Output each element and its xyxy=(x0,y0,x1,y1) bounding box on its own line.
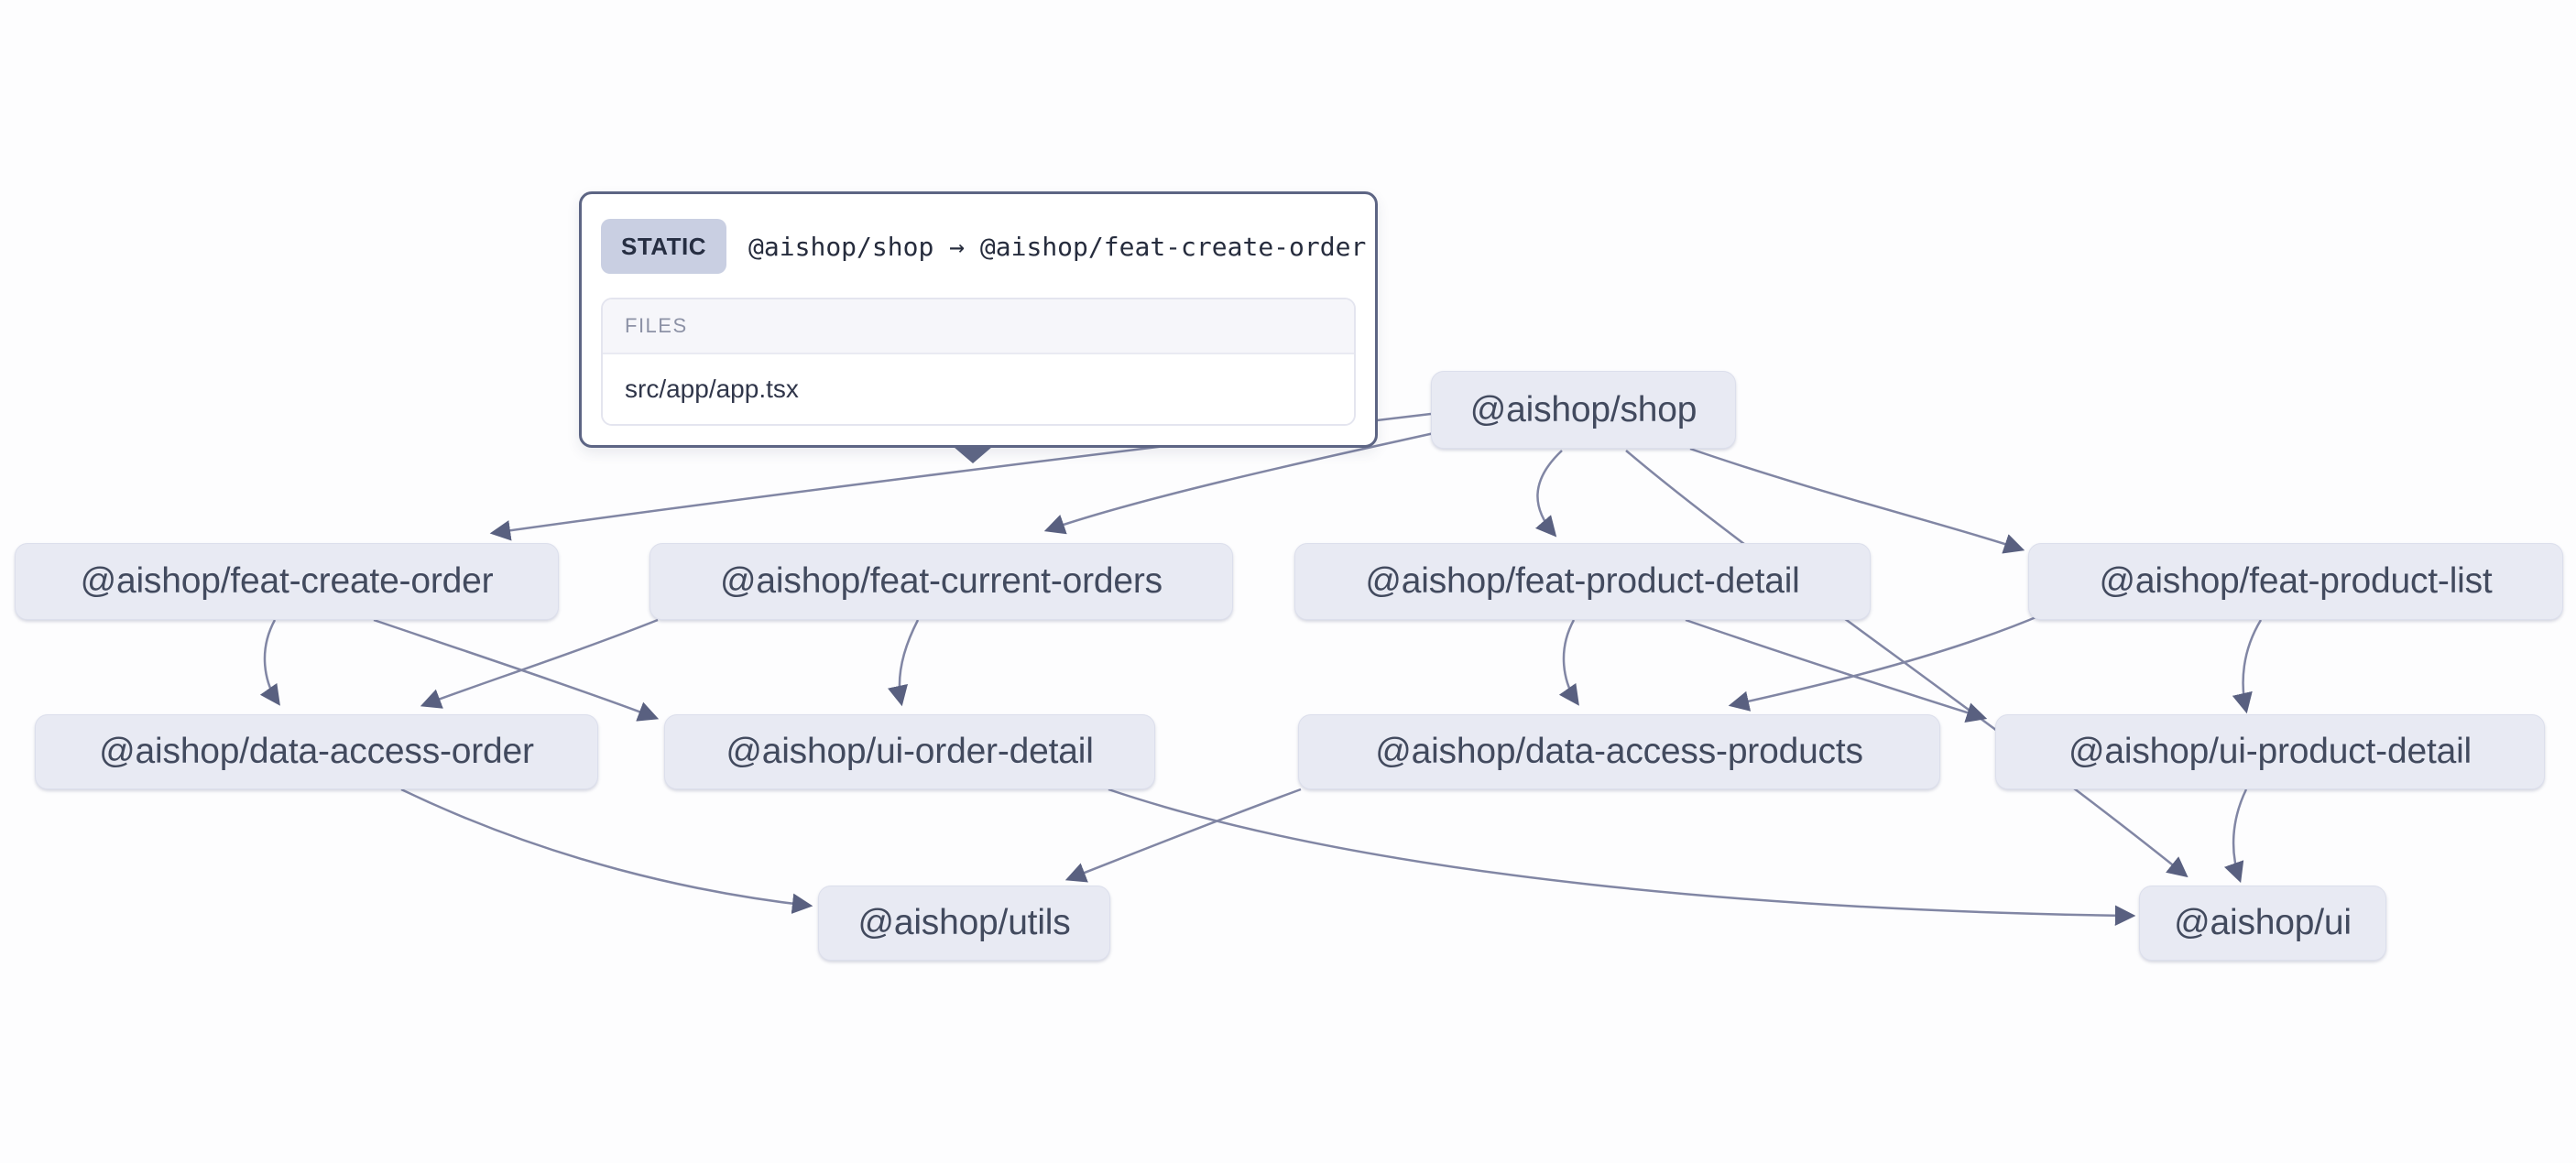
edge-ui-order-detail-ui[interactable] xyxy=(1108,788,2136,926)
file-row: src/app/app.tsx xyxy=(603,354,1354,424)
node-ui-order-detail[interactable]: @aishop/ui-order-detail xyxy=(664,714,1155,789)
edge-ui-product-detail-ui[interactable] xyxy=(2224,788,2248,884)
edge-feat-product-list-data-access-products[interactable] xyxy=(1728,612,2046,712)
edge-data-access-order-utils[interactable] xyxy=(400,788,813,915)
edge-tooltip-title: @aishop/shop → @aishop/feat-create-order xyxy=(748,231,1367,262)
edge-tooltip: STATIC @aishop/shop → @aishop/feat-creat… xyxy=(579,191,1378,463)
edge-type-badge: STATIC xyxy=(601,219,727,274)
node-utils[interactable]: @aishop/utils xyxy=(818,886,1110,961)
edge-feat-product-detail-data-access-products[interactable] xyxy=(1558,619,1579,706)
node-feat-current-orders[interactable]: @aishop/feat-current-orders xyxy=(649,543,1233,620)
edge-feat-current-orders-data-access-order[interactable] xyxy=(420,618,659,709)
edge-tooltip-header: STATIC @aishop/shop → @aishop/feat-creat… xyxy=(601,219,1366,274)
edge-feat-create-order-ui-order-detail[interactable] xyxy=(373,618,660,722)
files-box: FILES src/app/app.tsx xyxy=(601,298,1356,426)
node-feat-product-list[interactable]: @aishop/feat-product-list xyxy=(2028,543,2563,620)
node-data-access-order[interactable]: @aishop/data-access-order xyxy=(35,714,598,789)
node-feat-create-order[interactable]: @aishop/feat-create-order xyxy=(15,543,559,620)
edge-shop-feat-product-detail[interactable] xyxy=(1534,450,1563,538)
edge-data-access-products-utils[interactable] xyxy=(1064,788,1302,883)
node-data-access-products[interactable]: @aishop/data-access-products xyxy=(1298,714,1940,789)
node-feat-product-detail[interactable]: @aishop/feat-product-detail xyxy=(1294,543,1871,620)
edge-shop-feat-current-orders[interactable] xyxy=(1043,430,1439,535)
files-header: FILES xyxy=(603,299,1354,354)
node-shop[interactable]: @aishop/shop xyxy=(1431,371,1736,449)
edge-feat-create-order-data-access-order[interactable] xyxy=(259,619,280,706)
edge-feat-product-detail-ui-product-detail[interactable] xyxy=(1685,618,1988,723)
edge-feat-product-list-ui-product-detail[interactable] xyxy=(2232,619,2263,714)
node-ui-product-detail[interactable]: @aishop/ui-product-detail xyxy=(1995,714,2545,789)
edge-shop-feat-product-list[interactable] xyxy=(1689,447,2025,554)
edge-shop-ui[interactable] xyxy=(1625,450,2189,878)
node-ui[interactable]: @aishop/ui xyxy=(2139,886,2386,961)
edge-feat-current-orders-ui-order-detail[interactable] xyxy=(887,619,920,707)
